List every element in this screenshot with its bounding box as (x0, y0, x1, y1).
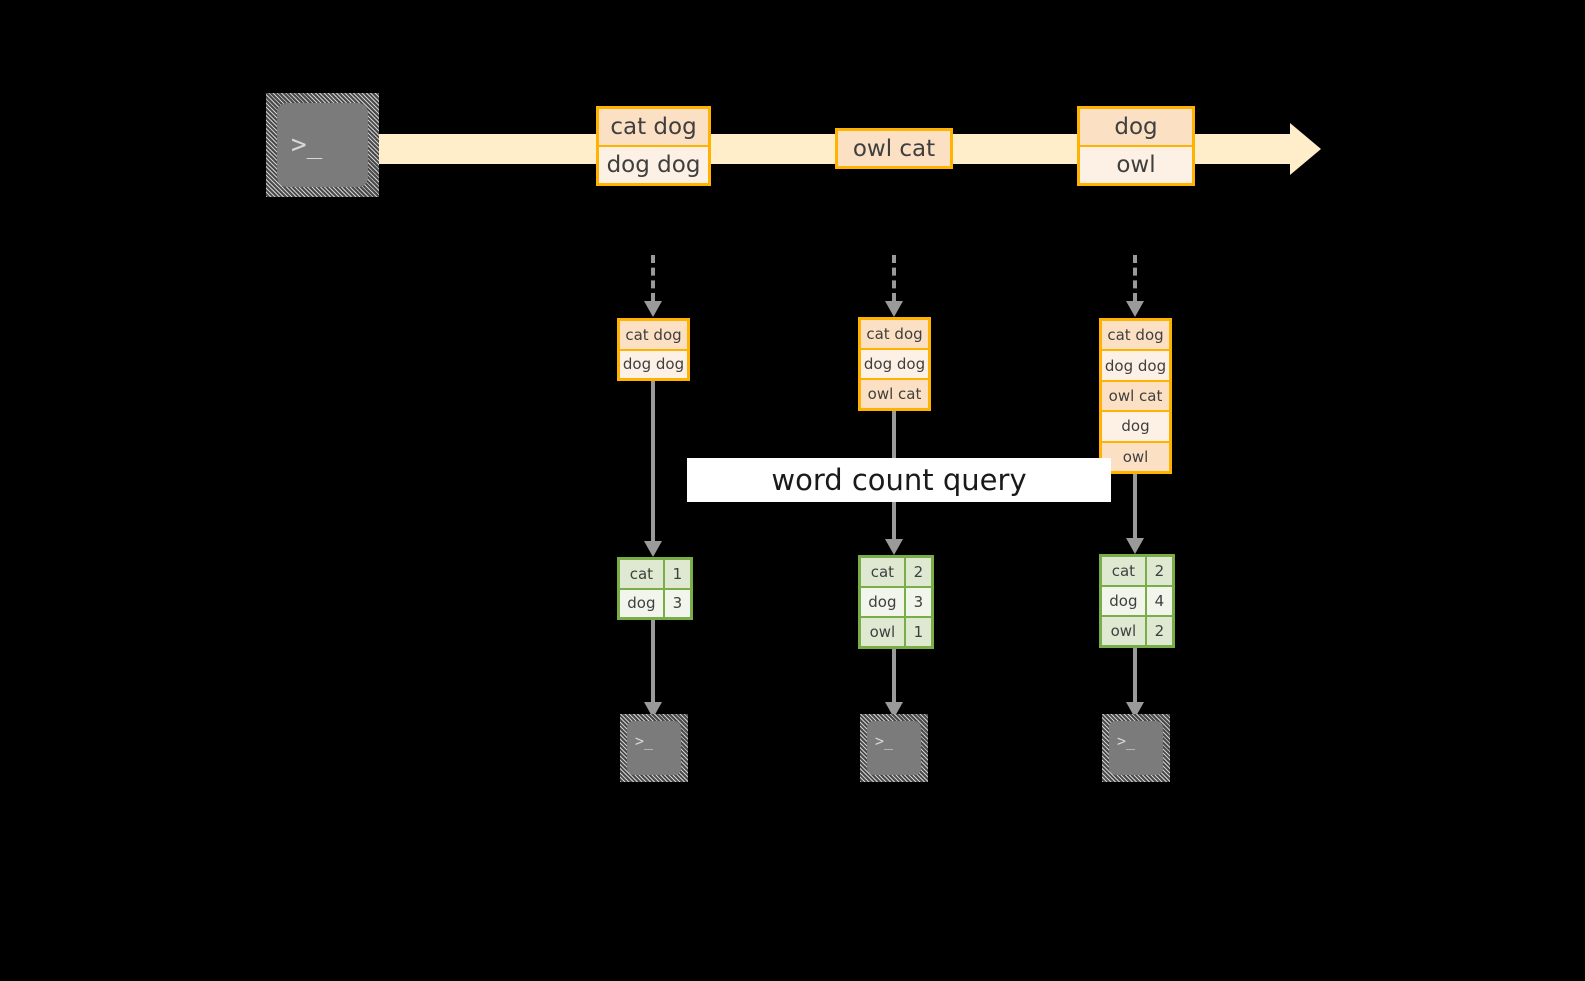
result-table-2-row-3-word: owl (861, 618, 906, 646)
connector-stream-to-snapshot-2 (885, 255, 903, 317)
snapshot-3-line-4: dog (1102, 412, 1169, 443)
snapshot-2[interactable]: cat dog dog dog owl cat (858, 317, 931, 411)
result-table-2-row-2-count: 3 (905, 588, 931, 616)
connector-stream-to-snapshot-3 (1126, 255, 1144, 317)
sink-terminal-3-glyph: >_ (1117, 731, 1136, 750)
result-table-2-row-2-word: dog (861, 588, 906, 616)
query-label: word count query (687, 458, 1111, 502)
source-terminal-icon[interactable]: >_ (266, 93, 379, 197)
result-table-1-row-1: cat 1 (620, 560, 690, 590)
snapshot-3-line-5: owl (1102, 442, 1169, 472)
result-table-2-row-3-count: 1 (905, 618, 931, 646)
snapshot-2-line-3: owl cat (861, 380, 928, 408)
result-table-3-row-3: owl 2 (1102, 617, 1172, 645)
snapshot-1-line-2: dog dog (620, 350, 687, 378)
result-table-2-row-3: owl 1 (861, 618, 931, 646)
source-terminal-glyph: >_ (291, 130, 323, 160)
sink-terminal-1[interactable]: >_ (620, 714, 688, 782)
result-table-2-row-2: dog 3 (861, 588, 931, 618)
result-table-1[interactable]: cat 1 dog 3 (617, 557, 693, 620)
sink-terminal-2-glyph: >_ (875, 731, 894, 750)
stream-event-1-line-1: cat dog (599, 109, 708, 147)
result-table-3-row-2-word: dog (1102, 587, 1147, 615)
connector-result-1-to-sink-1 (644, 620, 662, 718)
result-table-3-row-3-count: 2 (1146, 617, 1172, 645)
result-table-2-row-1: cat 2 (861, 558, 931, 588)
result-table-3-row-1: cat 2 (1102, 557, 1172, 587)
snapshot-2-line-1: cat dog (861, 320, 928, 350)
snapshot-3-line-3: owl cat (1102, 381, 1169, 413)
result-table-3-row-1-count: 2 (1146, 557, 1172, 585)
result-table-3-row-2-count: 4 (1146, 587, 1172, 615)
snapshot-1[interactable]: cat dog dog dog (617, 318, 690, 381)
stream-arrow-head (1290, 123, 1321, 175)
result-table-3[interactable]: cat 2 dog 4 owl 2 (1099, 554, 1175, 648)
stream-event-1[interactable]: cat dog dog dog (596, 106, 711, 186)
connector-snapshot-3-to-result-3 (1126, 474, 1144, 554)
stream-event-3-line-1: dog (1080, 109, 1192, 147)
result-table-1-row-2-word: dog (620, 589, 665, 617)
result-table-2-row-1-count: 2 (905, 558, 931, 586)
result-table-1-row-2: dog 3 (620, 589, 690, 617)
snapshot-1-line-1: cat dog (620, 321, 687, 351)
snapshot-3[interactable]: cat dog dog dog owl cat dog owl (1099, 318, 1172, 474)
result-table-3-row-3-word: owl (1102, 617, 1147, 645)
sink-terminal-3[interactable]: >_ (1102, 714, 1170, 782)
sink-terminal-1-glyph: >_ (635, 731, 654, 750)
connector-snapshot-1-to-result-1 (644, 381, 662, 557)
connector-result-3-to-sink-3 (1126, 648, 1144, 718)
stream-event-2-line-1: owl cat (838, 131, 950, 166)
snapshot-3-line-1: cat dog (1102, 321, 1169, 352)
stream-event-1-line-2: dog dog (599, 147, 708, 183)
result-table-1-row-2-count: 3 (664, 589, 690, 617)
snapshot-3-line-2: dog dog (1102, 351, 1169, 382)
query-label-text: word count query (771, 463, 1027, 497)
sink-terminal-2[interactable]: >_ (860, 714, 928, 782)
result-table-3-row-1-word: cat (1102, 557, 1147, 585)
result-table-1-row-1-word: cat (620, 560, 665, 588)
result-table-2[interactable]: cat 2 dog 3 owl 1 (858, 555, 934, 649)
result-table-2-row-1-word: cat (861, 558, 906, 586)
result-table-3-row-2: dog 4 (1102, 587, 1172, 617)
connector-stream-to-snapshot-1 (644, 255, 662, 317)
stream-event-3-line-2: owl (1080, 147, 1192, 183)
snapshot-2-line-2: dog dog (861, 350, 928, 380)
connector-result-2-to-sink-2 (885, 649, 903, 718)
stream-event-3[interactable]: dog owl (1077, 106, 1195, 186)
result-table-1-row-1-count: 1 (664, 560, 690, 588)
stream-event-2[interactable]: owl cat (835, 128, 953, 169)
